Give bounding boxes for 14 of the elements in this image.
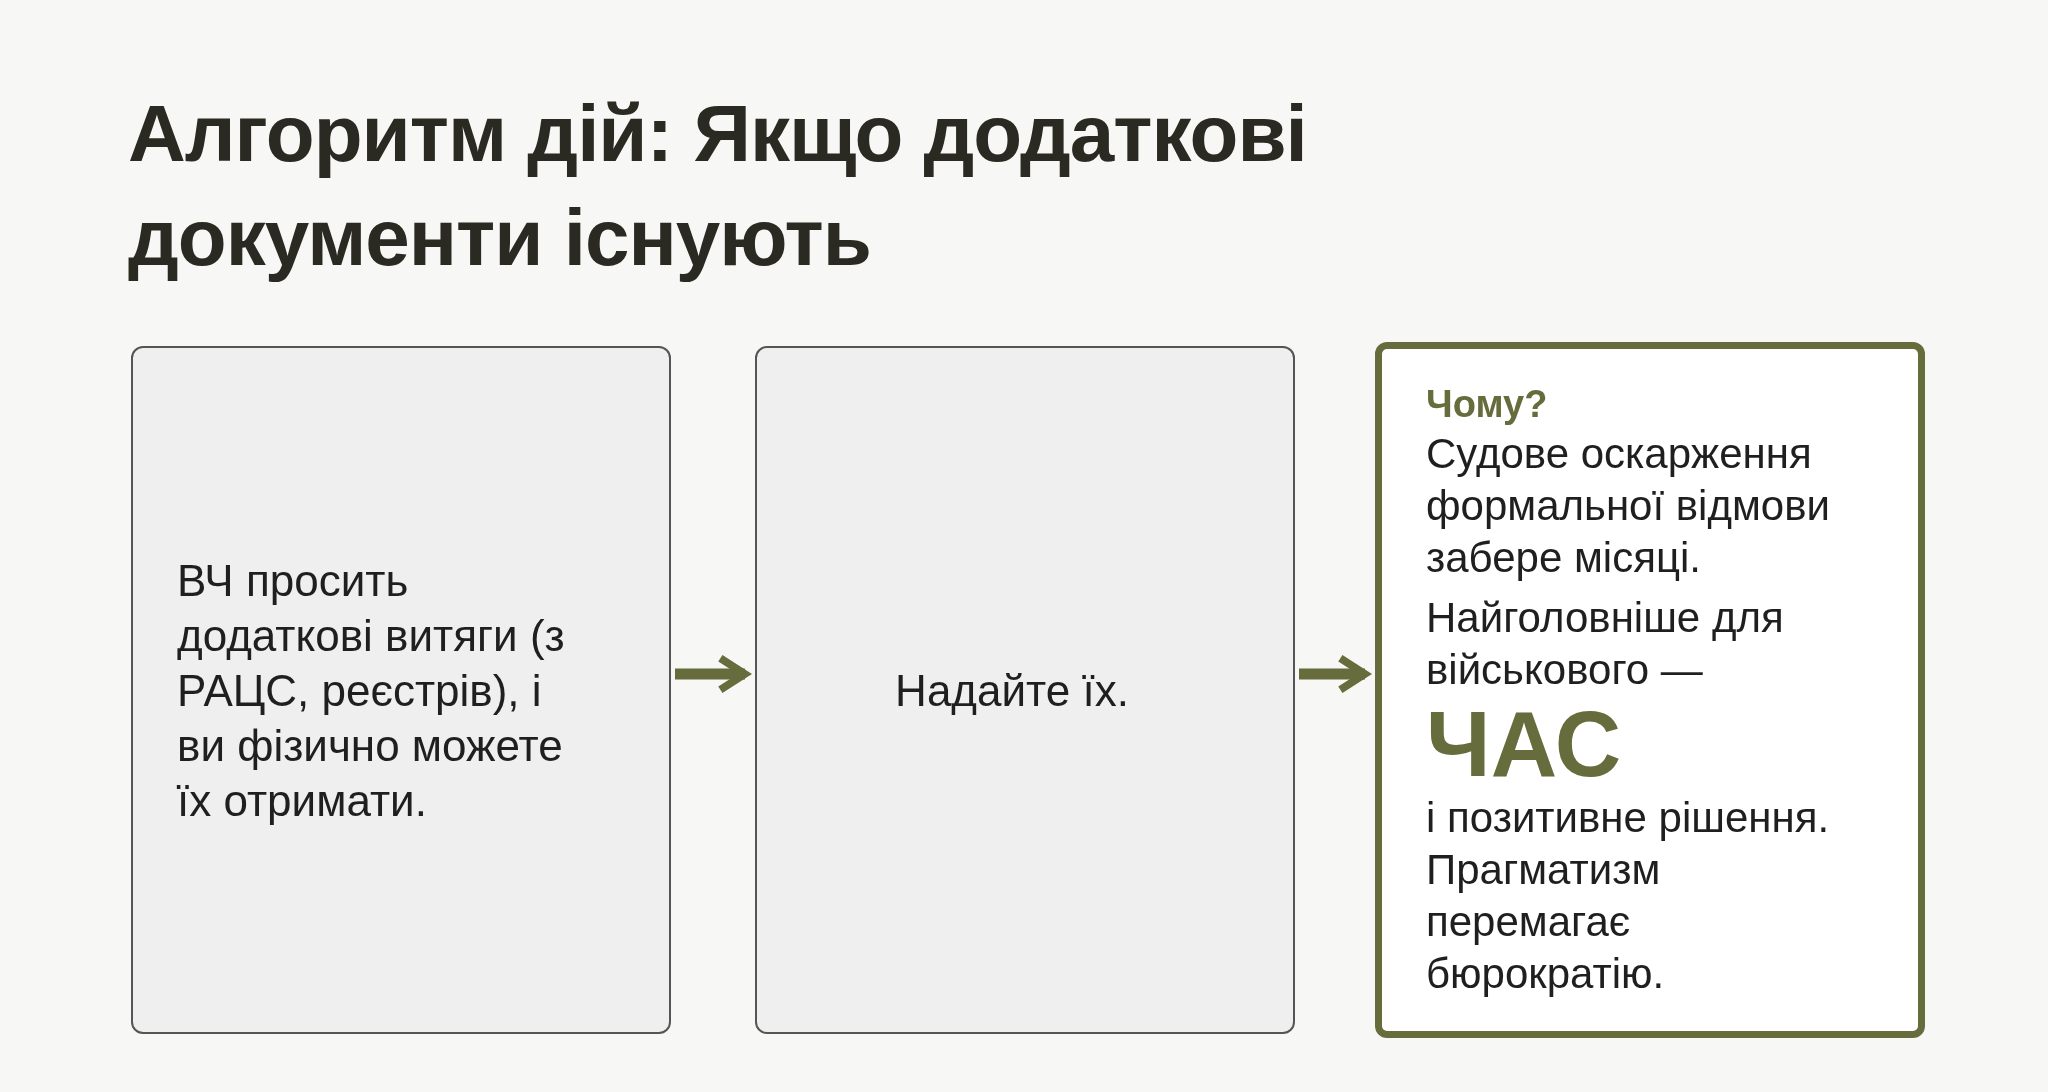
body-text: Прагматизм перемагає бюрократію. — [1426, 845, 1666, 999]
title: Алгоритм дій: Якщо додаткові документи існують — [128, 88, 1308, 284]
highlight-box — [1375, 342, 1925, 1038]
arrow — [675, 654, 749, 694]
body-text: і позитивне рішення. — [1426, 793, 1830, 843]
question-heading: Чому? — [1426, 382, 1548, 427]
step-text: ВЧ просить додаткові витяги (з РАЦС, реєстрів), і ви фізично можете їх отримати. — [177, 554, 566, 827]
step-box — [755, 346, 1295, 1034]
arrow — [1299, 654, 1369, 694]
body-text: Найголовніше для військового — — [1426, 593, 1785, 695]
step-text: Надайте їх. — [895, 664, 1129, 717]
emphasis-word: ЧАС — [1426, 696, 1622, 792]
step-box — [131, 346, 671, 1034]
body-text: Судове оскарження формальної відмови забере місяці. — [1426, 429, 1831, 583]
